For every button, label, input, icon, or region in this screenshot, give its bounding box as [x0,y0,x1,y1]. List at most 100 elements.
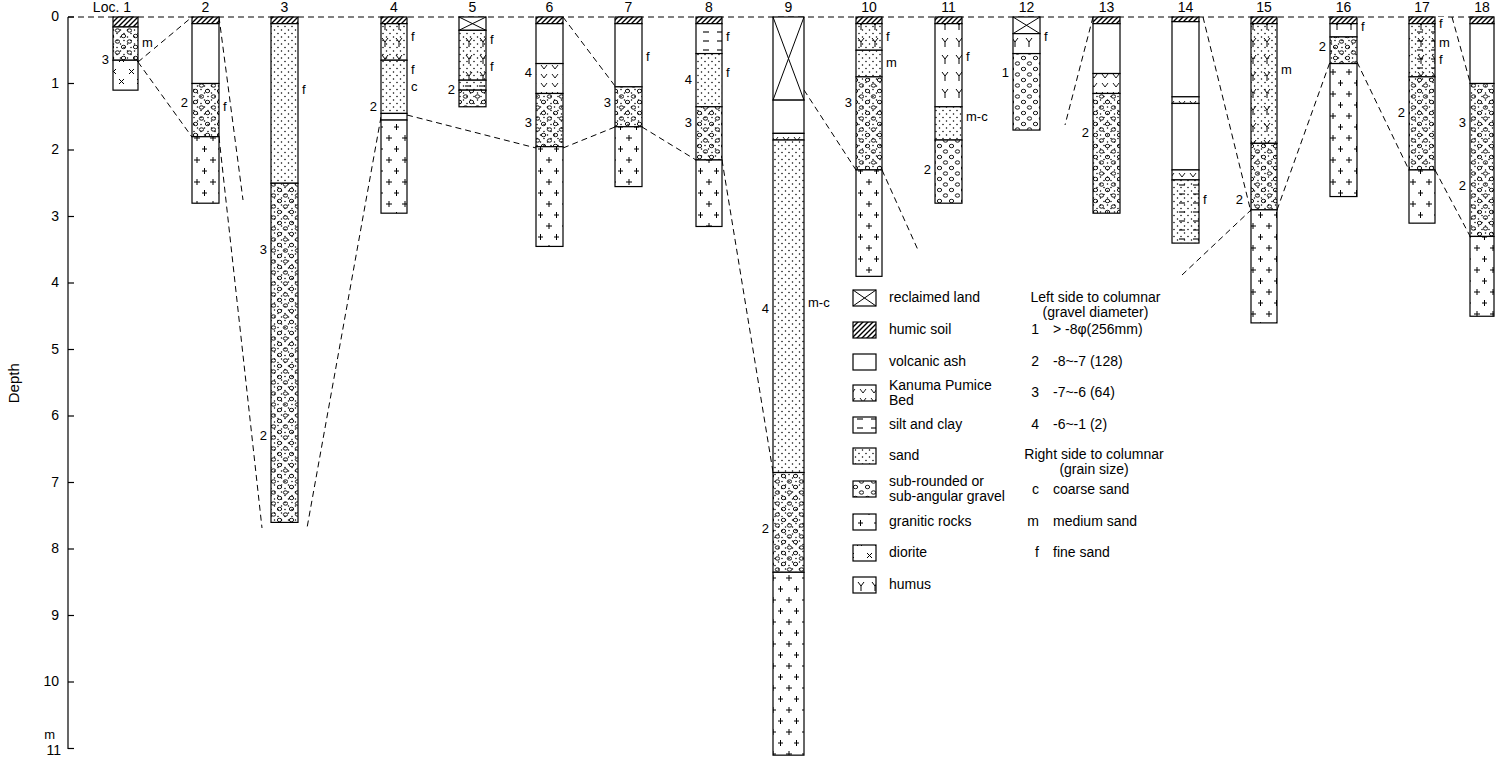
correlation-line [407,115,536,148]
layer-ground [856,24,882,51]
size-code: 4 [524,66,533,80]
layer-pattern [935,107,962,140]
layer-outline [1172,17,1199,22]
axis-tick [68,748,74,749]
legend-label: silt and clay [888,417,963,432]
axis-tick [68,83,74,84]
location-number: 14 [1177,0,1195,15]
layer-outline [1330,64,1357,197]
layer-ground [459,30,486,80]
layer-outline [381,113,407,120]
size-code: f [1043,30,1049,44]
section-column [459,17,486,107]
layer-pattern [536,93,563,146]
layer-pattern [853,385,876,401]
layer-ground [1251,17,1277,24]
layer-pattern [773,140,804,473]
depth-tick-label: 10 [42,674,60,689]
layer-pattern [1172,180,1199,243]
correlation-line [563,127,615,148]
layer-ground [1409,17,1435,24]
layer-outline [536,147,563,247]
layer-pattern [1251,143,1277,210]
location-number: 2 [201,0,211,15]
layer-ground [853,322,876,338]
layer-pattern [1409,170,1435,223]
layer-ground [1013,17,1040,34]
location-number: 4 [389,0,399,15]
layer-pattern [853,322,876,338]
layer-outline [935,24,962,107]
layer-outline [381,17,407,24]
layer-outline [1409,24,1435,77]
layer-outline [1251,143,1277,210]
layer-pattern [696,160,722,227]
depth-tick-label: 6 [50,408,60,423]
layer-outline [459,80,486,90]
layer-ground [1330,64,1357,197]
legend-label: Kanuma Pumice Bed [888,378,1008,409]
layer-pattern [192,84,219,137]
layer-pattern [1409,24,1435,77]
location-number: 5 [468,0,478,15]
layer-ground [459,17,486,30]
layer-outline [1251,210,1277,323]
layer-outline [1172,170,1199,180]
layer-pattern [773,473,804,573]
layer-ground [1251,143,1277,210]
layer-pattern [381,24,407,61]
layer-outline [773,133,804,140]
layer-pattern [536,17,563,24]
legend-note: c [1031,482,1040,497]
size-code: 2 [259,429,268,443]
layer-ground [853,448,876,464]
layer-outline [696,24,722,54]
section-column [113,17,138,90]
correlation-line [563,17,615,86]
layer-outline [853,322,876,338]
layer-pattern [1409,77,1435,170]
layer-pattern [696,17,722,24]
layer-ground [381,24,407,61]
layer-outline [1330,17,1357,24]
layer-ground [459,80,486,90]
size-code: 2 [447,83,456,97]
layer-ground [381,60,407,113]
layer-outline [773,572,804,755]
layer-ground [271,17,298,24]
depth-tick-label: 8 [50,541,60,556]
layer-outline [1251,24,1277,144]
legend-label: granitic rocks [888,514,972,529]
layer-ground [853,385,876,401]
layer-outline [1251,17,1277,24]
layer-ground [856,50,882,77]
layer-pattern [696,24,722,54]
layer-ground [853,290,876,306]
layer-ground [853,545,876,561]
legend-label: humic soil [888,322,952,337]
location-number: 16 [1335,0,1353,15]
layer-ground [773,572,804,755]
layer-pattern [856,24,882,51]
layer-outline [192,24,219,84]
layer-outline [1470,24,1494,84]
layer-pattern [935,24,962,107]
layer-outline [381,60,407,113]
size-code: 3 [684,116,693,130]
layer-ground [696,160,722,227]
layer-ground [773,100,804,133]
legend-label: diorite [888,545,928,560]
layer-pattern [459,30,486,80]
layer-ground [935,17,962,24]
section-column [1470,17,1494,316]
layer-ground [1172,97,1199,104]
layer-ground [271,183,298,522]
layer-pattern [381,60,407,113]
layer-pattern [192,84,219,137]
layer-ground [192,137,219,204]
section-column [615,17,642,187]
section-column [856,17,882,276]
layer-pattern [1330,64,1357,197]
layer-pattern [1172,170,1199,180]
